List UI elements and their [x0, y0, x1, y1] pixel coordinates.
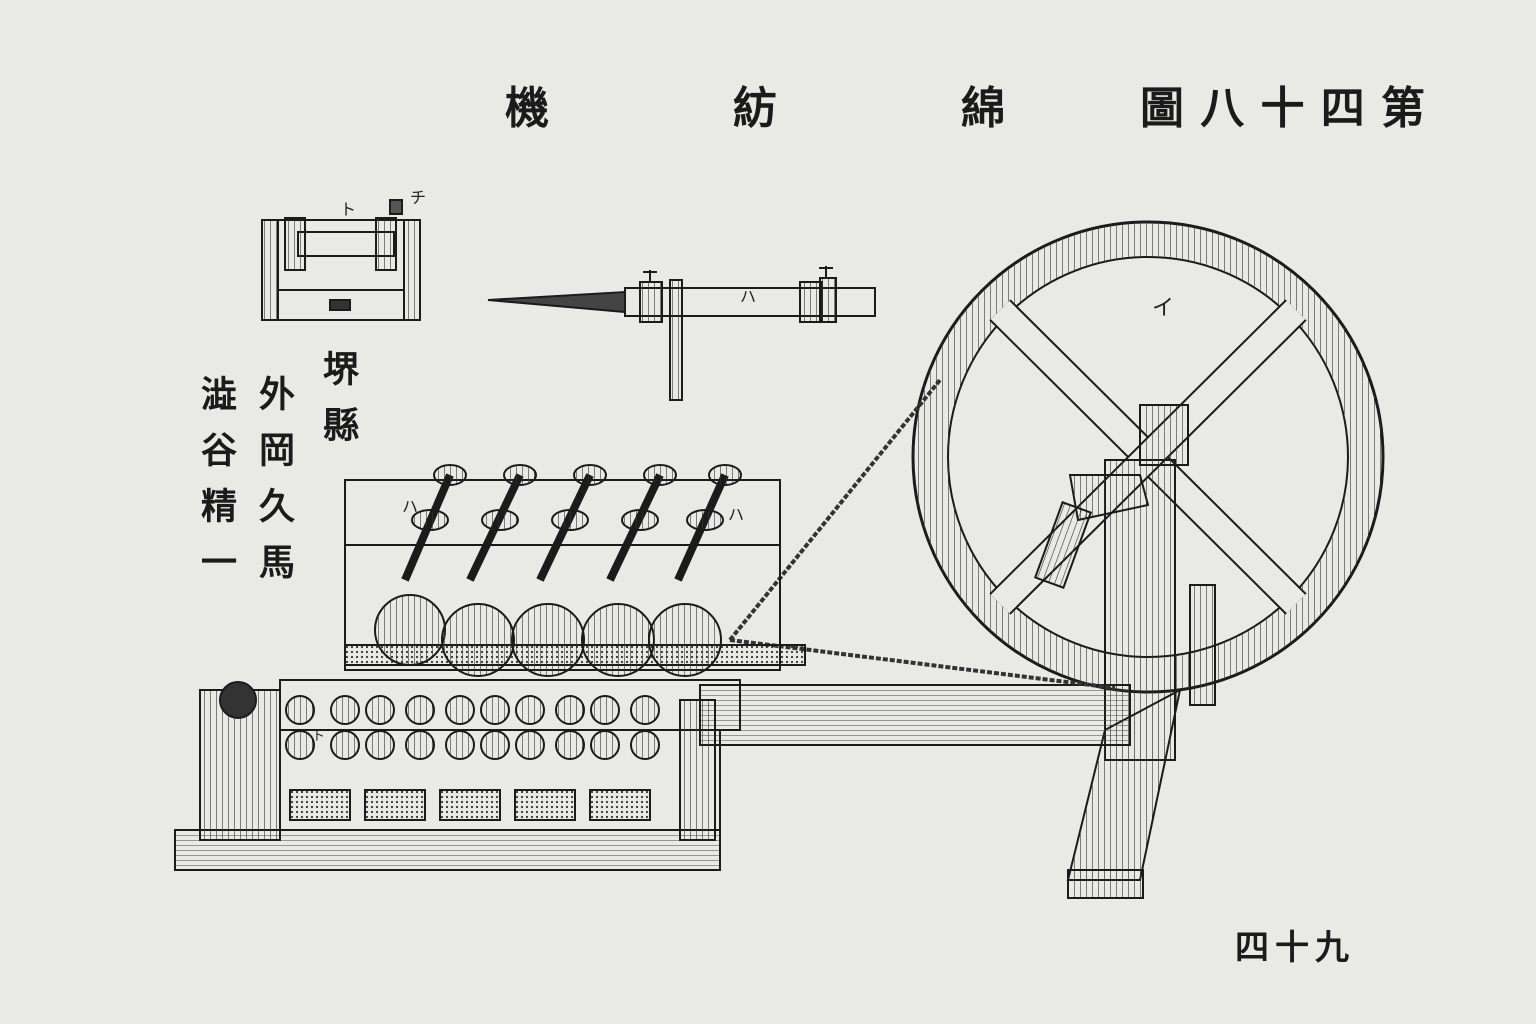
page-number: 四十九 [1235, 928, 1355, 968]
title-char: 機 [505, 83, 549, 134]
title-char: 綿 [961, 83, 1005, 134]
label-to-reel: ト [312, 729, 325, 744]
bobbin-detail [261, 199, 421, 321]
title-char: 十 [1260, 83, 1305, 134]
author-name-2: 澁谷精一 [195, 375, 237, 599]
label-to: ト [340, 200, 356, 219]
front-carriage [174, 679, 741, 871]
label-ha-right: ハ [728, 505, 744, 524]
author-name-1: 外岡久馬 [253, 375, 295, 599]
title-char: 八 [1200, 83, 1245, 134]
figure-number-title: 圖 八 十 四 第 [1140, 72, 1425, 136]
label-i-wheel: イ [1152, 296, 1174, 321]
title-char: 第 [1381, 83, 1425, 134]
base-beam [699, 684, 1131, 746]
author-prefecture: 堺縣 [317, 350, 359, 462]
title-char: 圖 [1140, 83, 1184, 134]
title-char: 紡 [733, 83, 777, 134]
wheel-stand [1033, 404, 1216, 899]
figure-title: 機 紡 綿 [505, 72, 1005, 136]
title-char: 四 [1320, 83, 1365, 134]
label-chi: チ [410, 188, 426, 207]
spindle-detail [487, 266, 876, 401]
spindles [374, 464, 742, 677]
label-ha-left: ハ [402, 497, 418, 516]
label-ha-detail: ハ [740, 287, 756, 306]
